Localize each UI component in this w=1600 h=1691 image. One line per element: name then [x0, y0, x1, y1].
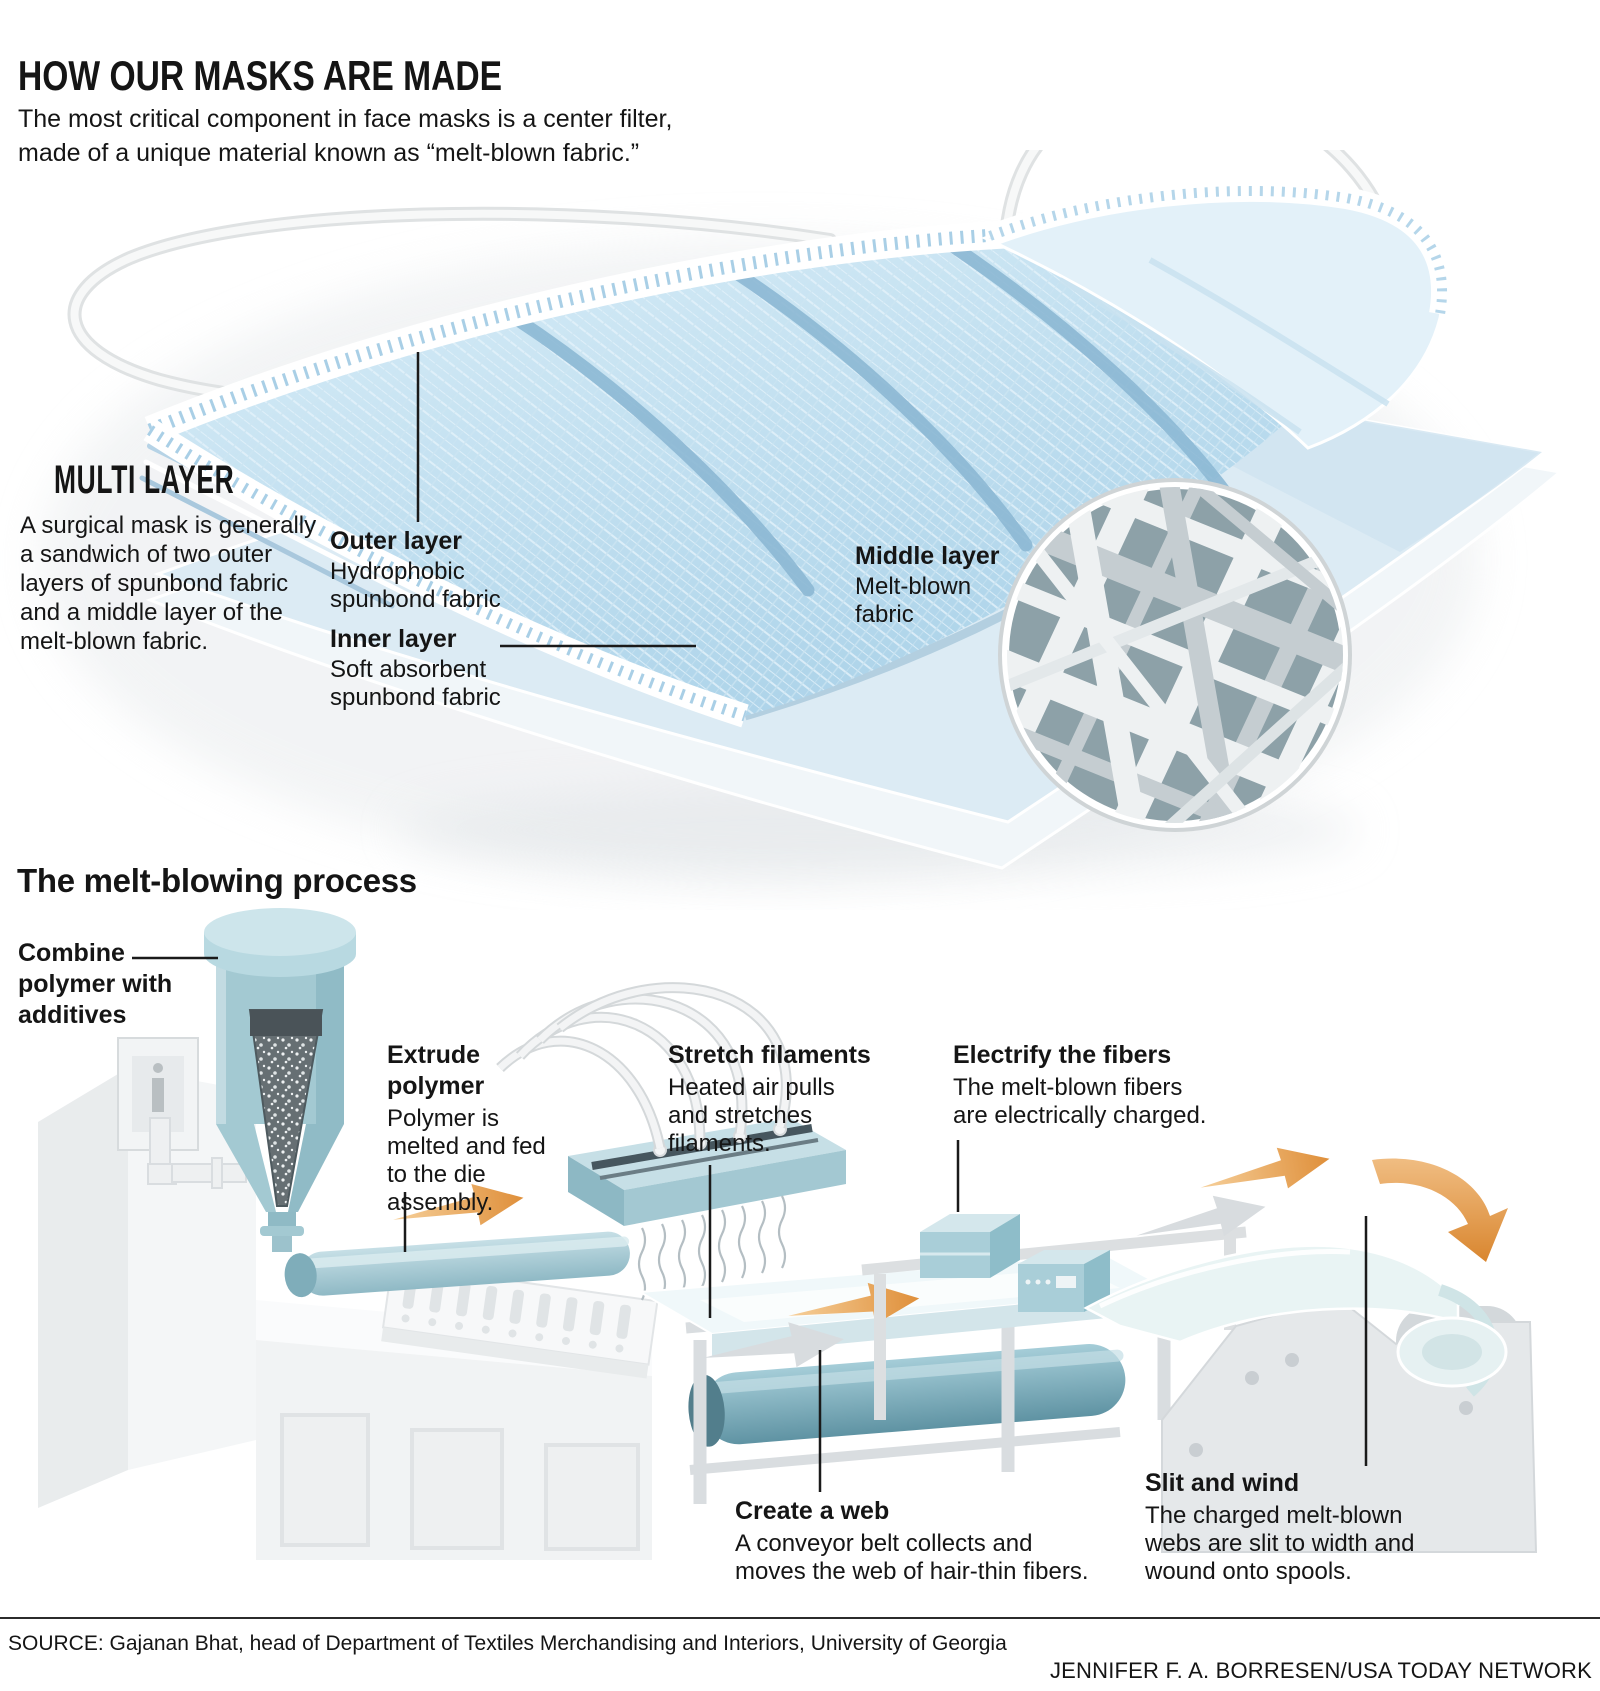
subtitle-line-2: made of a unique material known as “melt…	[18, 139, 640, 167]
middle-layer-desc: Melt-blown fabric	[855, 573, 972, 628]
multi-layer-heading: MULTI LAYER	[54, 458, 235, 502]
label-outer-layer: Outer layer Hydrophobic spunbond fabric	[330, 526, 530, 614]
polymer-hopper	[204, 908, 356, 1252]
subtitle-line-1: The most critical component in face mask…	[18, 105, 673, 133]
step-label-electrify: Electrify the fibers The melt-blown fibe…	[953, 1040, 1213, 1130]
step-label-create-web: Create a web A conveyor belt collects an…	[735, 1496, 1100, 1586]
flow-arrow-icon	[1196, 1139, 1334, 1204]
middle-layer-title: Middle layer	[855, 542, 1000, 570]
label-middle-layer: Middle layer Melt-blown fabric	[855, 541, 1025, 629]
extruder-barrel	[284, 1231, 630, 1298]
step-create-web-title: Create a web	[735, 1497, 890, 1525]
inner-layer-desc: Soft absorbent spunbond fabric	[330, 656, 501, 711]
fiber-web-on-belt	[700, 1268, 1120, 1322]
winder-machine	[1083, 1139, 1538, 1553]
step-create-web-desc: A conveyor belt collects and moves the w…	[735, 1530, 1089, 1585]
melt-blowing-process-illustration	[38, 908, 1538, 1560]
step-extrude-title: Extrude polymer	[387, 1041, 485, 1100]
extruder-machine	[38, 908, 659, 1560]
pleat-lines	[508, 236, 1235, 597]
leader-lines	[132, 956, 1368, 1492]
step-slit-wind-title: Slit and wind	[1145, 1469, 1300, 1497]
step-label-stretch: Stretch filaments Heated air pulls and s…	[668, 1040, 873, 1158]
author-credit: JENNIFER F. A. BORRESEN/USA TODAY NETWOR…	[1049, 1658, 1592, 1683]
bolts	[1189, 1353, 1473, 1457]
process-heading: The melt-blowing process	[17, 862, 417, 899]
step-extrude-desc: Polymer is melted and fed to the die ass…	[387, 1105, 546, 1216]
belt-roller	[688, 1343, 1126, 1447]
inner-layer-title: Inner layer	[330, 625, 457, 653]
multi-layer-block: MULTI LAYER A surgical mask is generally…	[20, 458, 327, 656]
page-subtitle: The most critical component in face mask…	[18, 102, 798, 170]
step-stretch-title: Stretch filaments	[668, 1041, 871, 1069]
outer-layer-title: Outer layer	[330, 527, 463, 555]
console-keyboard	[381, 1262, 659, 1379]
conveyor-belt	[636, 1252, 1197, 1504]
step-label-slit-wind: Slit and wind The charged melt-blown web…	[1145, 1468, 1430, 1586]
mask-illustration	[40, 150, 1564, 880]
step-stretch-desc: Heated air pulls and stretches filaments…	[668, 1074, 835, 1157]
electrify-station	[861, 1214, 1247, 1420]
electrify-box	[920, 1214, 1020, 1278]
surgical-mask-outer-face	[143, 217, 1418, 728]
step-label-combine: Combine polymer with additives	[18, 938, 203, 1031]
mask-edge-band-left	[143, 419, 749, 728]
die-assembly	[496, 982, 846, 1302]
page-title: HOW OUR MASKS ARE MADE	[18, 52, 503, 99]
step-combine-title: Combine polymer with additives	[18, 939, 173, 1029]
step-electrify-title: Electrify the fibers	[953, 1041, 1172, 1069]
footer-divider	[0, 1617, 1600, 1619]
air-tubes	[496, 982, 792, 1150]
feed-pipe	[147, 1117, 247, 1189]
multi-layer-body: A surgical mask is generally a sandwich …	[20, 512, 317, 655]
step-electrify-desc: The melt-blown fibers are electrically c…	[953, 1074, 1207, 1129]
step-label-extrude: Extrude polymer Polymer is melted and fe…	[387, 1040, 557, 1217]
step-slit-wind-desc: The charged melt-blown webs are slit to …	[1145, 1502, 1415, 1585]
fiber-magnifier-inset	[998, 478, 1352, 832]
source-credit: SOURCE: Gajanan Bhat, head of Department…	[8, 1632, 1007, 1655]
fiber-strands	[1007, 487, 1343, 823]
label-inner-layer: Inner layer Soft absorbent spunbond fabr…	[330, 624, 540, 712]
charging-panel-box	[1018, 1250, 1110, 1312]
lifted-corner-flap	[981, 180, 1454, 450]
machine-doors	[280, 1413, 640, 1551]
curved-arrow-icon	[1372, 1158, 1508, 1262]
outer-layer-desc: Hydrophobic spunbond fabric	[330, 558, 501, 613]
